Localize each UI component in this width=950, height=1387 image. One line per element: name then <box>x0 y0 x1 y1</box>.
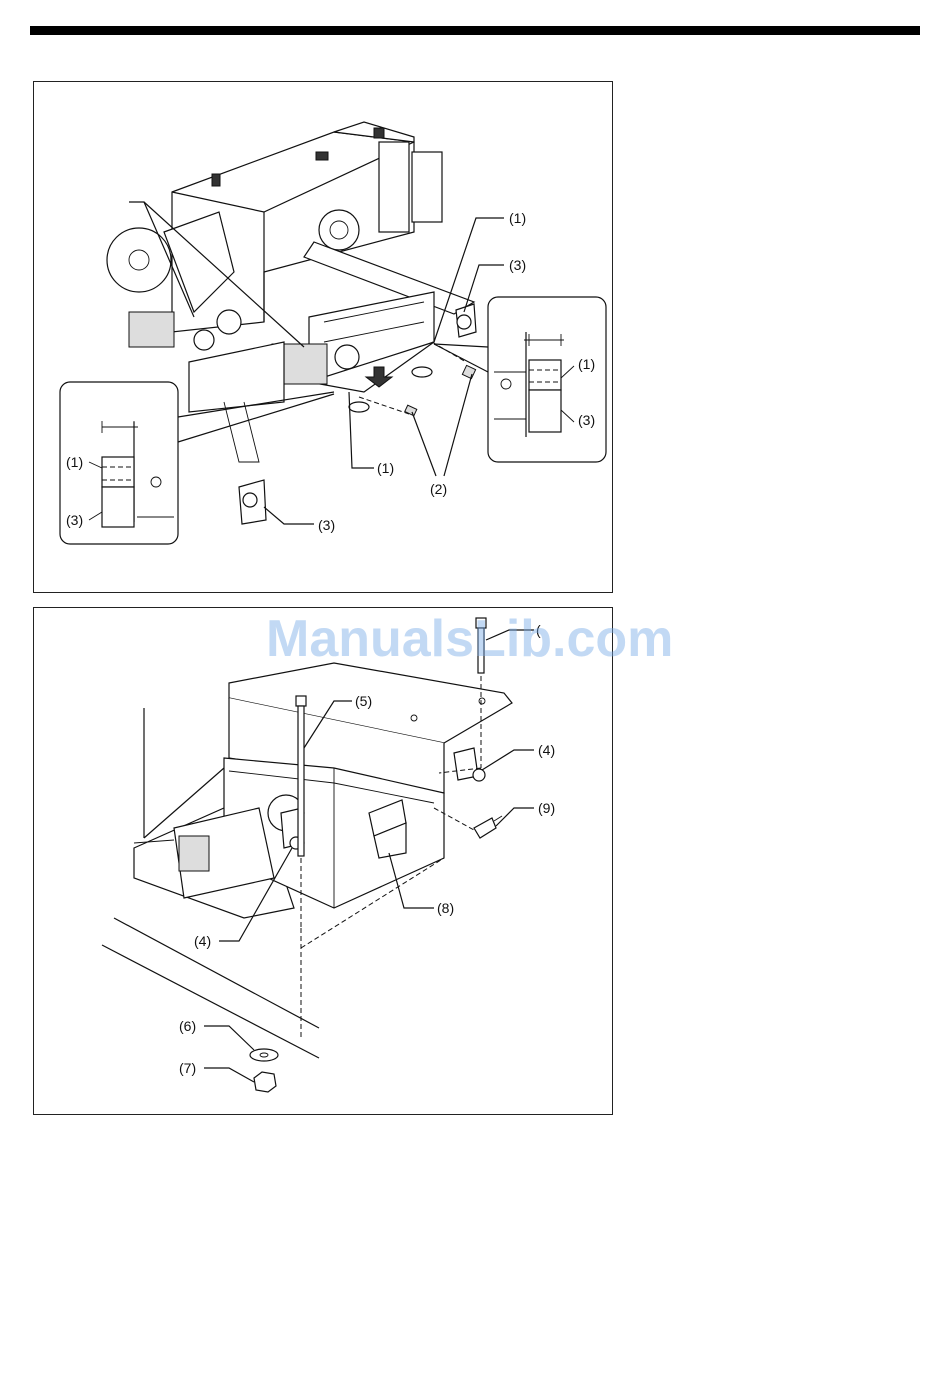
callout-9: (9) <box>538 800 555 816</box>
callout-3-bottom: (3) <box>318 517 335 533</box>
figure-1-panel: (1) (3) (1) (2) (3) (1) (3) (1) (3) <box>33 81 613 593</box>
callout-1-bottom: (1) <box>377 460 394 476</box>
figure-2-panel: ( (5) (4) (9) (8) (4) (6) (7) <box>33 607 613 1115</box>
callout-1-top: (1) <box>509 210 526 226</box>
header-rule <box>30 26 920 35</box>
inset-left-callout-1: (1) <box>66 454 83 470</box>
figure-2-illustration: ( (5) (4) (9) (8) (4) (6) (7) <box>34 608 614 1116</box>
screw-9 <box>474 816 502 838</box>
inset-left-callout-3: (3) <box>66 512 83 528</box>
inset-right-callout-3: (3) <box>578 412 595 428</box>
nut <box>254 1072 276 1092</box>
callout-8: (8) <box>437 900 454 916</box>
callout-6: (6) <box>179 1018 196 1034</box>
callout-4-right: (4) <box>538 742 555 758</box>
inset-right <box>488 297 606 462</box>
bolt-5 <box>296 696 306 856</box>
washer <box>250 1049 278 1061</box>
inset-right-callout-1: (1) <box>578 356 595 372</box>
callout-4-left: (4) <box>194 933 211 949</box>
figure-1-illustration: (1) (3) (1) (2) (3) (1) (3) (1) (3) <box>34 82 614 594</box>
callout-2: (2) <box>430 481 447 497</box>
watermark: ManualsLib.com <box>266 609 673 669</box>
rubber-stopper-top <box>456 304 476 337</box>
rubber-stopper-bottom <box>239 480 266 524</box>
callout-7: (7) <box>179 1060 196 1076</box>
table-edge-lower <box>102 945 319 1058</box>
callout-5: (5) <box>355 693 372 709</box>
callout-3-top: (3) <box>509 257 526 273</box>
cable-clip-right <box>454 748 485 781</box>
